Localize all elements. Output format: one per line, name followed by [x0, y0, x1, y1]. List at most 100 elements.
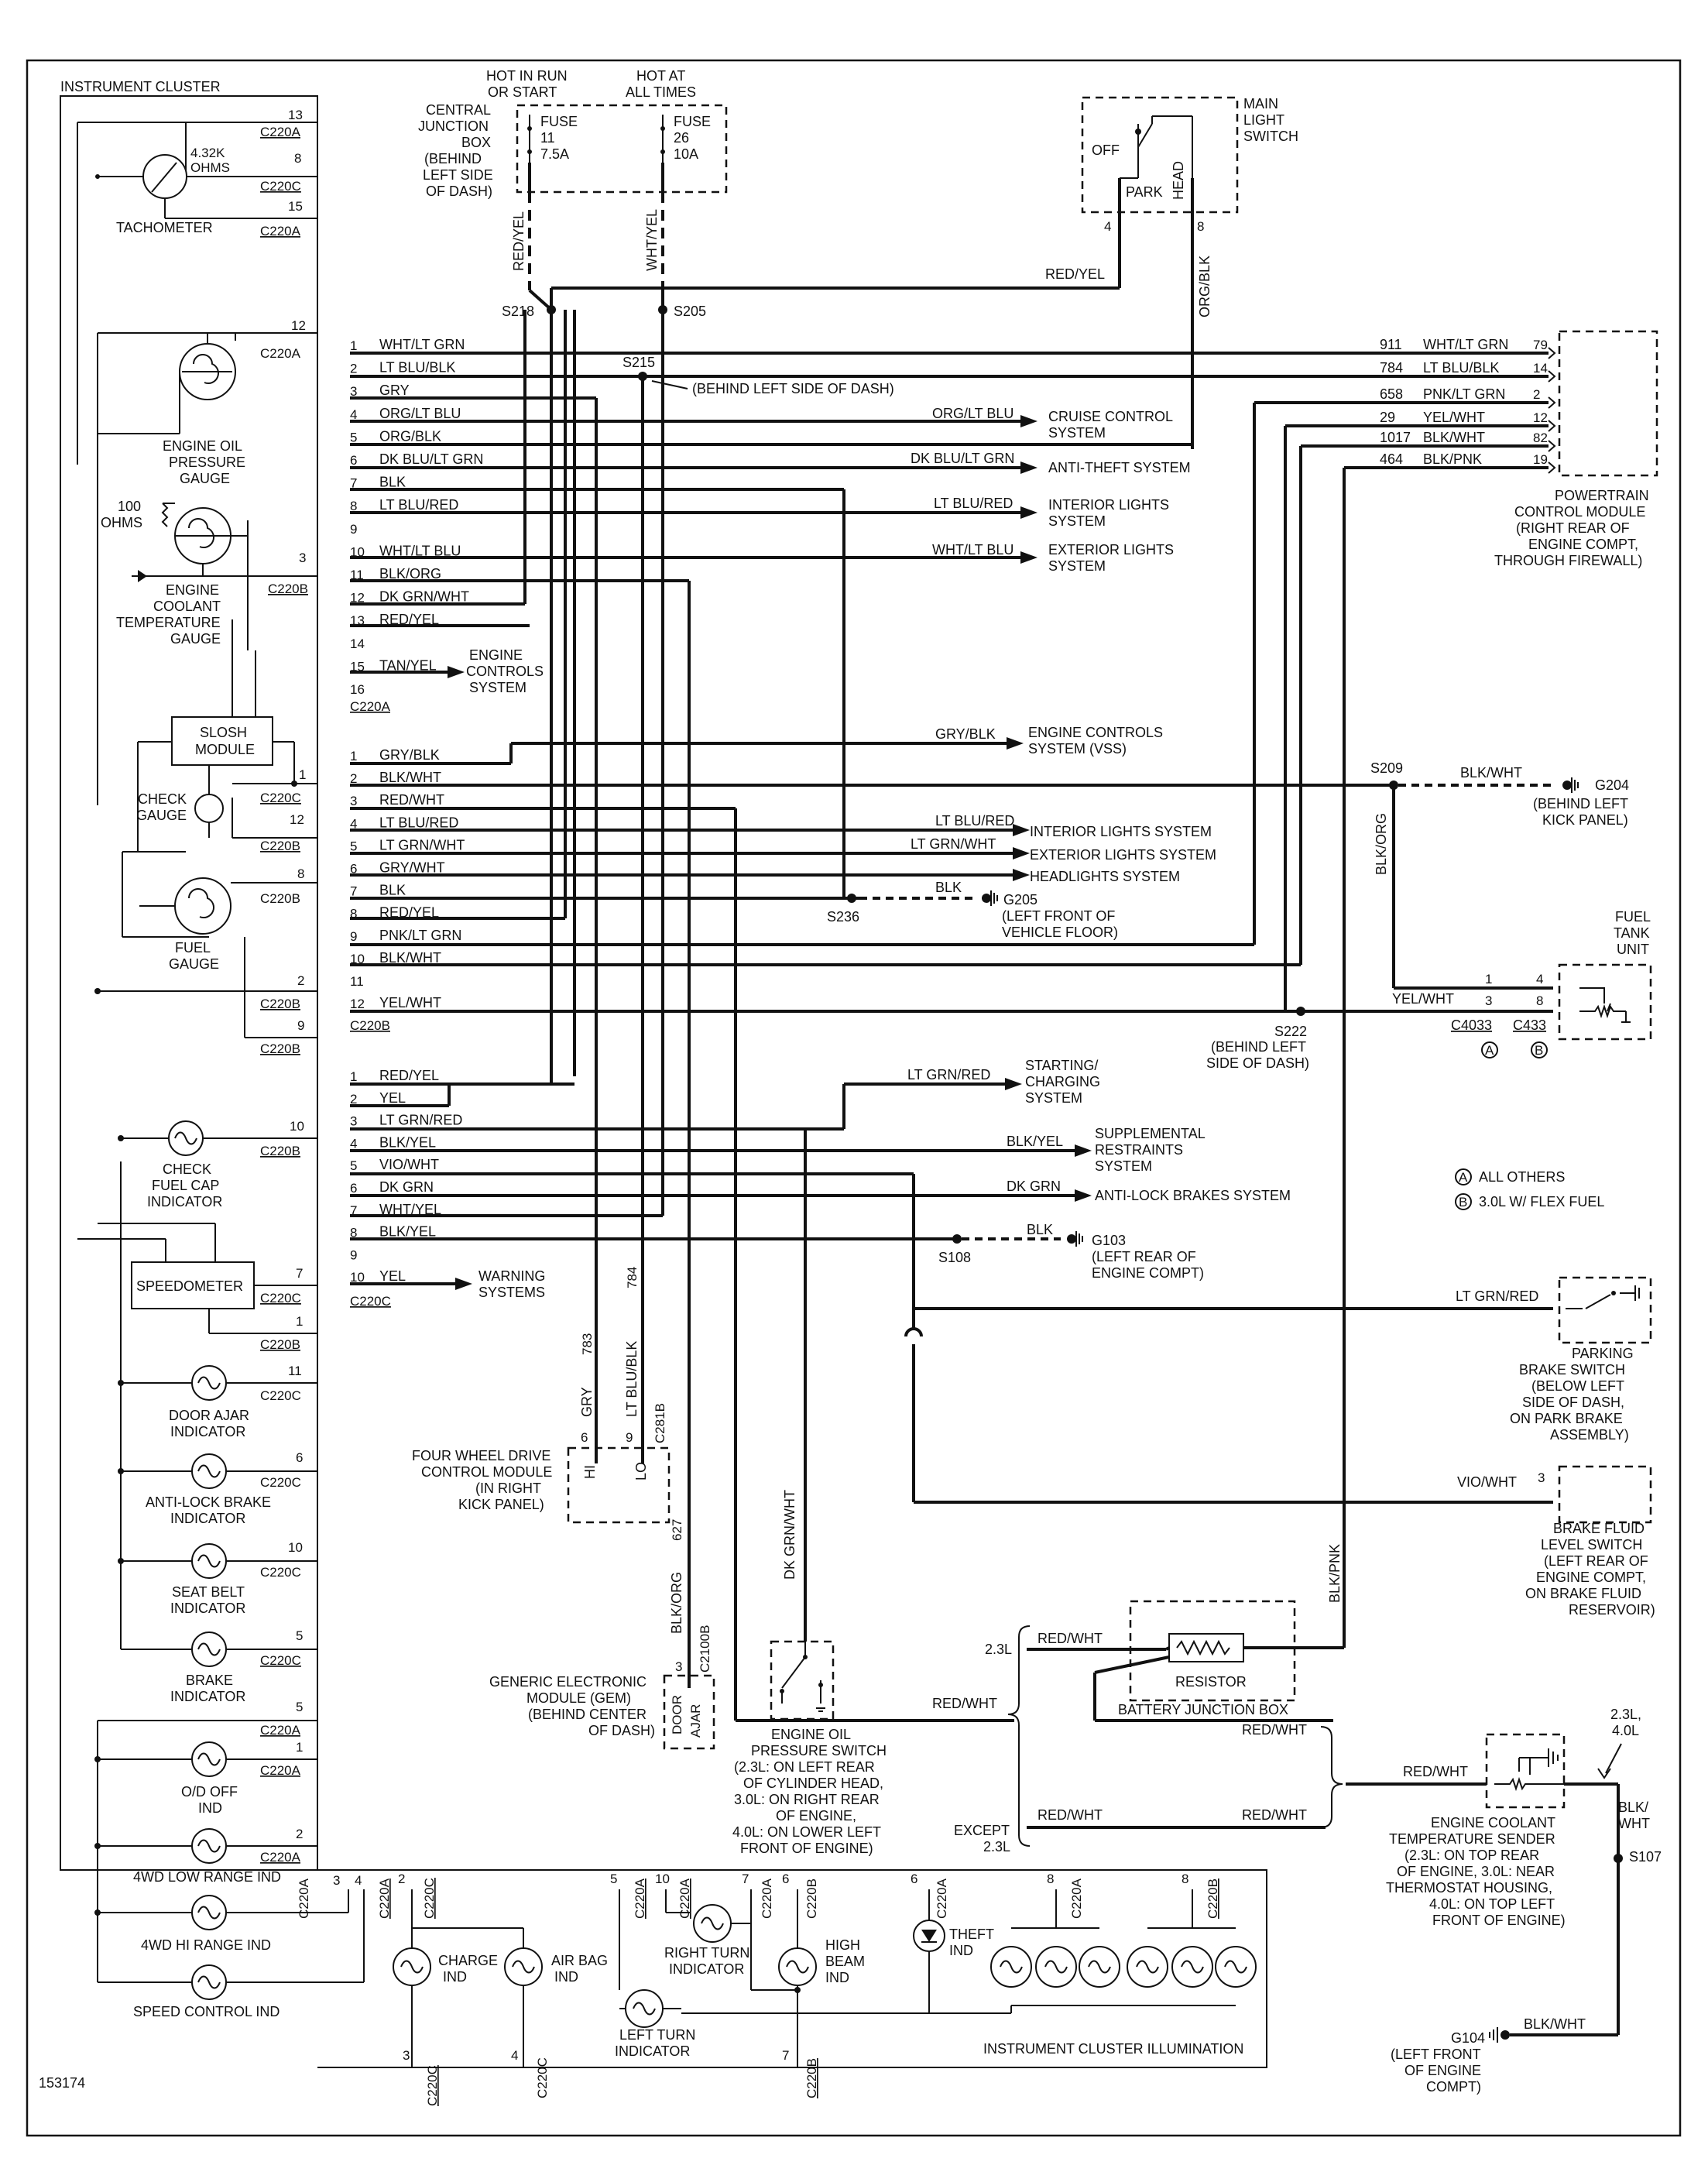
svg-text:7: 7	[296, 1266, 303, 1281]
connector-pin-row: 8 RED/YEL	[350, 905, 439, 921]
svg-text:GAUGE: GAUGE	[136, 808, 187, 823]
figure-id: 153174	[39, 2075, 85, 2091]
wire-color: LT BLU/BLK	[1423, 360, 1499, 376]
svg-text:C220C: C220C	[425, 2065, 440, 2106]
wire-color: LT BLU/BLK	[379, 360, 455, 376]
wire-color: RED/YEL	[379, 905, 439, 921]
svg-text:100: 100	[118, 499, 141, 514]
left-turn-indicator: LEFT TURN INDICATOR	[615, 1989, 695, 2059]
svg-text:A: A	[1459, 1170, 1468, 1185]
illumination-bulbs	[990, 1946, 1257, 1988]
wire-color: BLK/YEL	[379, 1224, 436, 1240]
svg-text:C220B: C220B	[260, 1144, 300, 1158]
svg-text:GRY/BLK: GRY/BLK	[935, 726, 996, 742]
pin-number: 8	[350, 1226, 357, 1240]
battery-junction-box	[1129, 1600, 1296, 1702]
svg-text:C220B: C220B	[260, 997, 300, 1011]
svg-text:3.0L W/ FLEX FUEL: 3.0L W/ FLEX FUEL	[1479, 1194, 1604, 1209]
svg-text:CRUISE CONTROL: CRUISE CONTROL	[1048, 409, 1173, 424]
pcm-pin-number: 79	[1533, 338, 1548, 352]
airbag-indicator: AIR BAG IND	[504, 1947, 608, 2044]
svg-text:RESISTOR: RESISTOR	[1175, 1674, 1247, 1690]
svg-text:DK BLU/LT GRN: DK BLU/LT GRN	[911, 451, 1014, 466]
svg-text:627: 627	[670, 1519, 684, 1541]
svg-text:LT GRN/RED: LT GRN/RED	[1456, 1288, 1538, 1304]
wire-color: YEL	[379, 1090, 406, 1106]
connector-pin-row: 14	[350, 636, 365, 651]
svg-text:RIGHT TURN: RIGHT TURN	[664, 1945, 749, 1961]
brake-indicator: BRAKE INDICATOR	[121, 1631, 317, 1704]
svg-text:C220A: C220A	[260, 125, 301, 139]
pcm-pin-number: 2	[1533, 387, 1540, 402]
svg-text:WHT/YEL: WHT/YEL	[644, 209, 660, 271]
svg-text:AJAR: AJAR	[688, 1704, 703, 1738]
svg-text:RESERVOIR): RESERVOIR)	[1569, 1602, 1655, 1618]
svg-text:MAIN: MAIN	[1243, 96, 1278, 112]
svg-text:C220B: C220B	[260, 839, 300, 853]
svg-text:SLOSH: SLOSH	[200, 725, 247, 740]
svg-text:THEFT: THEFT	[949, 1927, 994, 1942]
svg-text:C220C: C220C	[350, 1294, 391, 1309]
svg-text:3: 3	[1485, 993, 1492, 1008]
svg-text:8: 8	[1047, 1872, 1054, 1886]
svg-text:C220A: C220A	[260, 1723, 301, 1738]
svg-text:C220B: C220B	[804, 1879, 819, 1919]
pin-number: 3	[350, 1114, 357, 1129]
svg-text:9: 9	[626, 1430, 633, 1445]
conn-a-wires: S215 (BEHIND LEFT SIDE OF DASH) ORG/LT B…	[350, 310, 1549, 1688]
svg-text:C2100B: C2100B	[698, 1625, 712, 1673]
svg-text:783: 783	[580, 1333, 595, 1355]
svg-text:C220A: C220A	[677, 1878, 692, 1919]
svg-text:STARTING/: STARTING/	[1025, 1058, 1098, 1073]
svg-text:ANTI-LOCK BRAKE: ANTI-LOCK BRAKE	[146, 1494, 271, 1510]
right-turn-indicator: RIGHT TURN INDICATOR	[664, 1889, 752, 1990]
svg-text:IND: IND	[949, 1943, 973, 1958]
svg-text:SPEEDOMETER: SPEEDOMETER	[136, 1278, 243, 1294]
pin-number: 14	[350, 636, 365, 651]
svg-text:(LEFT REAR OF: (LEFT REAR OF	[1092, 1249, 1196, 1264]
od-off-indicator: O/D OFF IND	[94, 1741, 317, 1816]
svg-text:SWITCH: SWITCH	[1243, 129, 1298, 144]
svg-text:3: 3	[675, 1659, 682, 1674]
svg-text:C220C: C220C	[260, 179, 301, 194]
svg-text:SYSTEM (VSS): SYSTEM (VSS)	[1028, 741, 1127, 757]
svg-text:C220C: C220C	[422, 1878, 437, 1919]
wire-color: GRY	[379, 383, 410, 398]
pin-number: 8	[350, 907, 357, 921]
svg-text:2: 2	[398, 1872, 405, 1886]
svg-text:COMPT): COMPT)	[1426, 2079, 1481, 2095]
svg-text:VEHICLE FLOOR): VEHICLE FLOOR)	[1002, 925, 1118, 940]
oil-pressure-switch	[770, 1640, 835, 1721]
connector-pin-row: 16	[350, 682, 365, 697]
svg-text:10A: 10A	[674, 146, 698, 162]
seat-belt-indicator: SEAT BELT INDICATOR	[118, 1543, 317, 1616]
svg-text:INDICATOR: INDICATOR	[669, 1961, 744, 1977]
svg-text:G204: G204	[1595, 777, 1629, 793]
svg-text:4.32K: 4.32K	[190, 146, 225, 160]
svg-text:(BELOW LEFT: (BELOW LEFT	[1531, 1378, 1624, 1394]
svg-text:DK GRN: DK GRN	[1007, 1179, 1061, 1194]
parking-brake-switch	[1558, 1276, 1652, 1344]
fuel-tank-unit	[1558, 963, 1652, 1041]
svg-text:INDICATOR: INDICATOR	[147, 1194, 222, 1209]
svg-text:SUPPLEMENTAL: SUPPLEMENTAL	[1095, 1126, 1206, 1141]
pin-number: 1	[350, 749, 357, 763]
svg-text:THERMOSTAT HOUSING,: THERMOSTAT HOUSING,	[1386, 1880, 1552, 1896]
svg-text:C220A: C220A	[260, 1850, 301, 1865]
svg-text:7: 7	[742, 1872, 749, 1886]
svg-text:2: 2	[296, 1827, 303, 1841]
wire-color: LT GRN/WHT	[379, 837, 465, 853]
svg-text:ASSEMBLY): ASSEMBLY)	[1550, 1427, 1629, 1443]
svg-text:ENGINE COMPT,: ENGINE COMPT,	[1536, 1570, 1646, 1585]
wire-color: BLK	[379, 475, 406, 490]
wire-color: YEL/WHT	[1423, 410, 1485, 425]
